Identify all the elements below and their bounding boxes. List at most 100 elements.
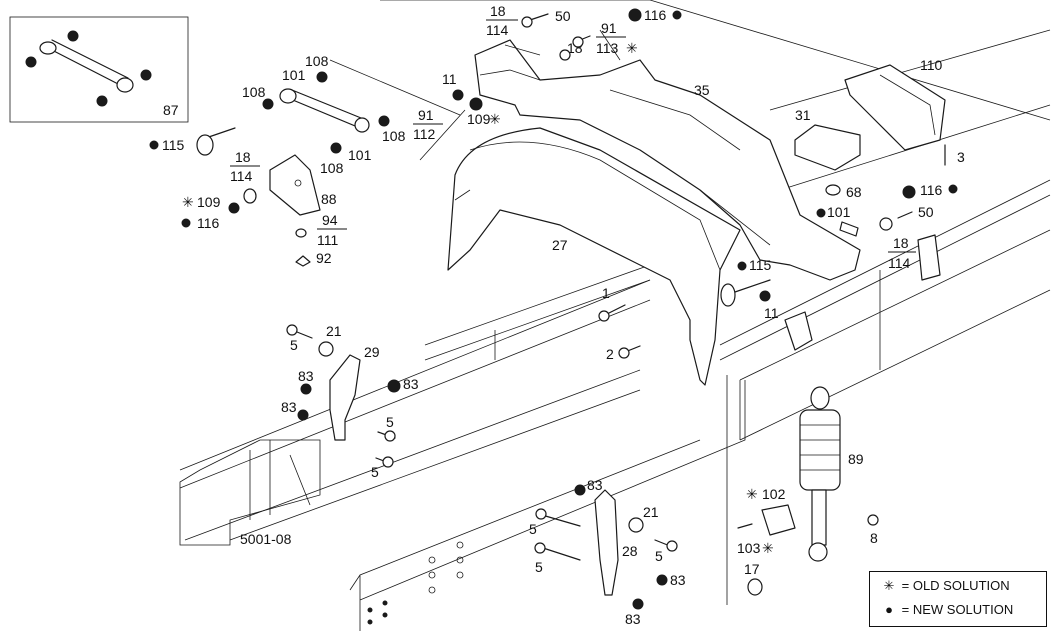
fraction-top: 94	[322, 212, 338, 228]
top-hardware: 50 18 116 11 109 ✳	[442, 7, 682, 127]
inset-tie-rod: 87	[9, 16, 189, 123]
part-label: 109	[197, 194, 221, 210]
part-label: 83	[587, 477, 603, 493]
legend: ✳ = OLD SOLUTION ● = NEW SOLUTION	[869, 571, 1047, 627]
part-label: 83	[298, 368, 314, 384]
fraction-bottom: 114	[230, 168, 253, 184]
tie-rod: 108 101 108 108 101 108	[242, 53, 406, 176]
part-label: 108	[320, 160, 344, 176]
old-solution-icon: ✳	[746, 486, 758, 502]
old-solution-icon: ✳	[883, 578, 895, 593]
part-label: 108	[382, 128, 406, 144]
part-label: 83	[403, 376, 419, 392]
part-label: 11	[442, 71, 457, 87]
part-label: 1	[602, 285, 610, 301]
part-label: 108	[242, 84, 266, 100]
part-label: 101	[348, 147, 372, 163]
old-solution-icon: ✳	[626, 40, 638, 56]
part-label: 5	[655, 548, 663, 564]
inset-nut-icon	[140, 69, 152, 81]
inset-frame	[9, 16, 189, 123]
bracket-88: 88 115 109 ✳ 116 92	[149, 127, 337, 267]
part-label: 28	[622, 543, 638, 559]
part-label: 31	[795, 107, 811, 123]
inset-bush-right	[116, 77, 134, 93]
inset-nut-icon	[96, 95, 108, 107]
part-label: 68	[846, 184, 862, 200]
part-label: 92	[316, 250, 332, 266]
mudguard: 27	[447, 127, 741, 386]
fraction-bottom: 114	[888, 255, 911, 271]
part-label: 5	[386, 414, 394, 430]
fraction-top: 18	[893, 235, 909, 251]
part-label: 116	[197, 215, 220, 231]
part-label: 29	[364, 344, 380, 360]
new-solution-icon: ●	[885, 602, 893, 617]
part-label: 5	[290, 337, 298, 353]
legend-new-text: = NEW SOLUTION	[901, 602, 1014, 617]
part-label: 108	[305, 53, 329, 69]
fraction-91-112: 91 112	[413, 107, 443, 142]
part-label: 115	[162, 137, 185, 153]
fraction-94-111: 94 111	[317, 212, 347, 248]
inset-bush-left	[39, 41, 57, 55]
shock-absorber: 89 ✳ 102 103 ✳ 8 17	[726, 270, 881, 605]
legend-old-text: = OLD SOLUTION	[901, 578, 1010, 593]
part-label: 8	[870, 530, 878, 546]
inset-rod	[47, 39, 129, 87]
fraction-18-114-left: 18 114	[230, 149, 260, 184]
part-label: 101	[282, 67, 306, 83]
right-hardware: 68 116 101 50 115 11	[720, 182, 958, 351]
part-label: 5	[529, 521, 537, 537]
bracket-28: 83 5 21 5 28 5 83 83	[529, 477, 686, 627]
part-label: 35	[694, 82, 710, 98]
fraction-top: 18	[235, 149, 251, 165]
part-label: 11	[764, 305, 779, 321]
part-label: 17	[744, 561, 760, 577]
part-label: 109	[467, 111, 491, 127]
center-bolts: 1 2	[598, 285, 641, 362]
fraction-top: 91	[601, 20, 617, 36]
support-bracket: 35	[474, 39, 861, 281]
inset-nut-icon	[25, 56, 37, 68]
part-label: 83	[625, 611, 641, 627]
legend-old-row: ✳ = OLD SOLUTION	[880, 578, 1010, 594]
cab-mount: 110 31 3	[794, 57, 965, 171]
part-label: 89	[848, 451, 864, 467]
part-label: 116	[920, 182, 943, 198]
part-label: 3	[957, 149, 965, 165]
part-label: 103	[737, 540, 761, 556]
part-label: 5	[535, 559, 543, 575]
old-solution-icon: ✳	[489, 111, 501, 127]
part-label: 87	[163, 102, 179, 118]
inset-nut-icon	[67, 30, 79, 42]
part-label: 50	[555, 8, 571, 24]
part-label: 110	[920, 57, 943, 73]
new-solution-icon	[737, 261, 747, 271]
new-solution-icon	[948, 184, 958, 194]
new-solution-icon	[816, 208, 826, 218]
fraction-top: 91	[418, 107, 434, 123]
fraction-bottom: 112	[413, 126, 436, 142]
drawing-code: 5001-08	[240, 531, 292, 547]
part-label: 83	[281, 399, 297, 415]
chassis-frame: 5001-08	[179, 0, 1051, 631]
new-solution-icon	[149, 140, 159, 150]
part-label: 27	[552, 237, 568, 253]
fraction-18-114-right: 18 114	[888, 235, 916, 271]
part-label: 21	[643, 504, 659, 520]
part-label: 115	[749, 257, 772, 273]
part-label: 5	[371, 464, 379, 480]
fraction-bottom: 113	[596, 40, 619, 56]
fraction-18-114-top: 18 114	[486, 3, 518, 38]
old-solution-icon: ✳	[182, 194, 194, 210]
old-solution-icon: ✳	[762, 540, 774, 556]
leader-lines	[329, 29, 621, 161]
legend-new-row: ● = NEW SOLUTION	[880, 602, 1013, 617]
part-label: 116	[644, 7, 667, 23]
fraction-bottom: 114	[486, 22, 509, 38]
fraction-bottom: 111	[317, 232, 338, 248]
part-label: 21	[326, 323, 342, 339]
part-label: 83	[670, 572, 686, 588]
